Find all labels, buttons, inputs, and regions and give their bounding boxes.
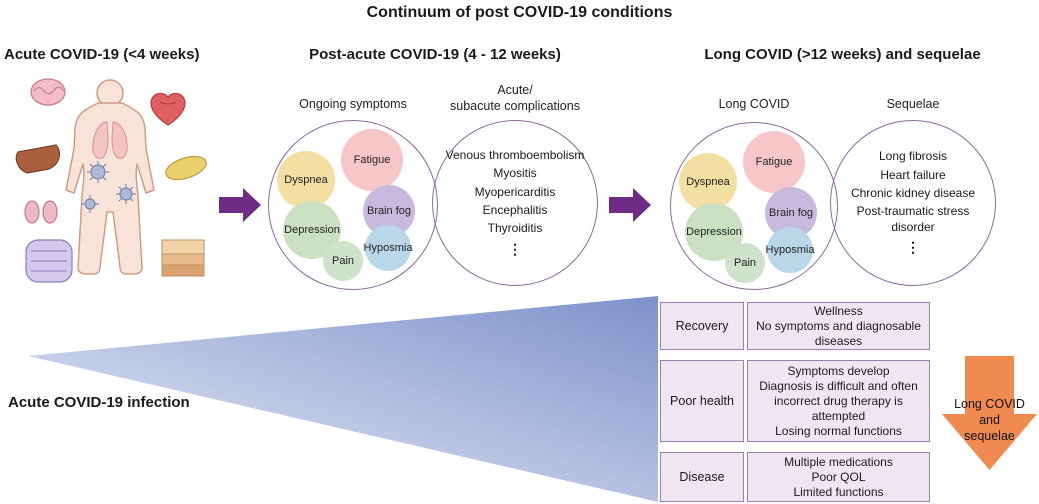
sequelae-circle: Long fibrosis Heart failure Chronic kidn… — [830, 120, 996, 286]
figure-title: Continuum of post COVID-19 conditions — [366, 4, 673, 21]
long-covid-outcome-arrow — [942, 356, 1037, 470]
table-row: Disease Multiple medications Poor QOL Li… — [660, 452, 930, 502]
header-post-acute-covid: Post-acute COVID-19 (4 - 12 weeks) — [309, 46, 561, 63]
list-item: Myopericarditis — [474, 184, 556, 199]
outcome-arrow-label: Long COVID and sequelae — [954, 397, 1025, 443]
symptom-bubble-fatigue: Fatigue — [341, 129, 403, 191]
header-long-covid: Long COVID (>12 weeks) and sequelae — [704, 46, 981, 63]
list-item: Venous thromboembolism — [445, 147, 585, 162]
list-item: Post-traumatic stress disorder — [856, 204, 970, 234]
table-row: Poor health Symptoms develop Diagnosis i… — [660, 360, 930, 442]
table-row: Recovery Wellness No symptoms and diagno… — [660, 302, 930, 350]
list-item: Encephalitis — [482, 202, 548, 217]
ellipsis-item: ⋮ — [508, 240, 522, 257]
human-body-icon — [65, 79, 155, 275]
intestine-icon — [25, 239, 73, 283]
outcome-state: Poor health — [660, 360, 744, 442]
lungs-icon — [92, 121, 128, 159]
outcomes-table: Recovery Wellness No symptoms and diagno… — [660, 302, 930, 502]
virus-icon — [81, 161, 136, 213]
heart-icon — [150, 92, 186, 126]
timeline-label: Acute COVID-19 infection — [8, 394, 190, 411]
outcome-description: Wellness No symptoms and diagnosable dis… — [747, 302, 930, 350]
outcome-description: Symptoms develop Diagnosis is difficult … — [747, 360, 930, 442]
symptom-bubble-fatigue: Fatigue — [743, 131, 805, 193]
pancreas-icon — [165, 155, 207, 181]
symptom-bubble-pain: Pain — [725, 243, 765, 283]
outcome-state: Disease — [660, 452, 744, 502]
symptom-bubble-hyposmia: Hyposmia — [364, 225, 412, 271]
list-item: Thyroiditis — [487, 221, 543, 236]
list-item: Heart failure — [880, 167, 946, 182]
sequelae-label: Sequelae — [886, 97, 940, 111]
kidneys-icon — [24, 200, 58, 224]
symptom-bubble-brain-fog: Brain fog — [765, 187, 817, 239]
symptom-bubble-brain-fog: Brain fog — [363, 185, 415, 237]
outcome-state: Recovery — [660, 302, 744, 350]
complications-label: Acute/ subacute complications — [450, 83, 580, 114]
arrow-postacute-to-long — [609, 188, 651, 222]
symptom-bubble-pain: Pain — [323, 241, 363, 281]
symptom-bubble-dyspnea: Dyspnea — [679, 153, 737, 211]
complications-list: Venous thromboembolism Myositis Myoperic… — [433, 145, 597, 260]
liver-icon — [15, 144, 61, 174]
long-covid-circle: Dyspnea Fatigue Brain fog Depression Hyp… — [670, 122, 838, 290]
list-item: Chronic kidney disease — [850, 185, 976, 200]
outcome-description: Multiple medications Poor QOL Limited fu… — [747, 452, 930, 502]
ongoing-symptoms-label: Ongoing symptoms — [299, 97, 407, 111]
body-illustration — [15, 78, 207, 283]
ellipsis-item: ⋮ — [906, 239, 920, 256]
symptom-bubble-dyspnea: Dyspnea — [277, 151, 335, 209]
list-item: Long fibrosis — [878, 149, 948, 164]
sequelae-list: Long fibrosis Heart failure Chronic kidn… — [831, 147, 995, 260]
long-covid-label: Long COVID — [718, 97, 790, 111]
skin-icon — [161, 239, 205, 277]
ongoing-symptoms-circle: Dyspnea Fatigue Brain fog Depression Hyp… — [268, 120, 438, 290]
symptom-bubble-hyposmia: Hyposmia — [766, 227, 814, 273]
arrow-acute-to-postacute — [219, 188, 261, 222]
timeline-wedge — [28, 296, 658, 502]
complications-circle: Venous thromboembolism Myositis Myoperic… — [432, 120, 598, 286]
brain-icon — [30, 78, 66, 106]
header-acute-covid: Acute COVID-19 (<4 weeks) — [4, 46, 200, 63]
list-item: Myositis — [493, 166, 537, 181]
